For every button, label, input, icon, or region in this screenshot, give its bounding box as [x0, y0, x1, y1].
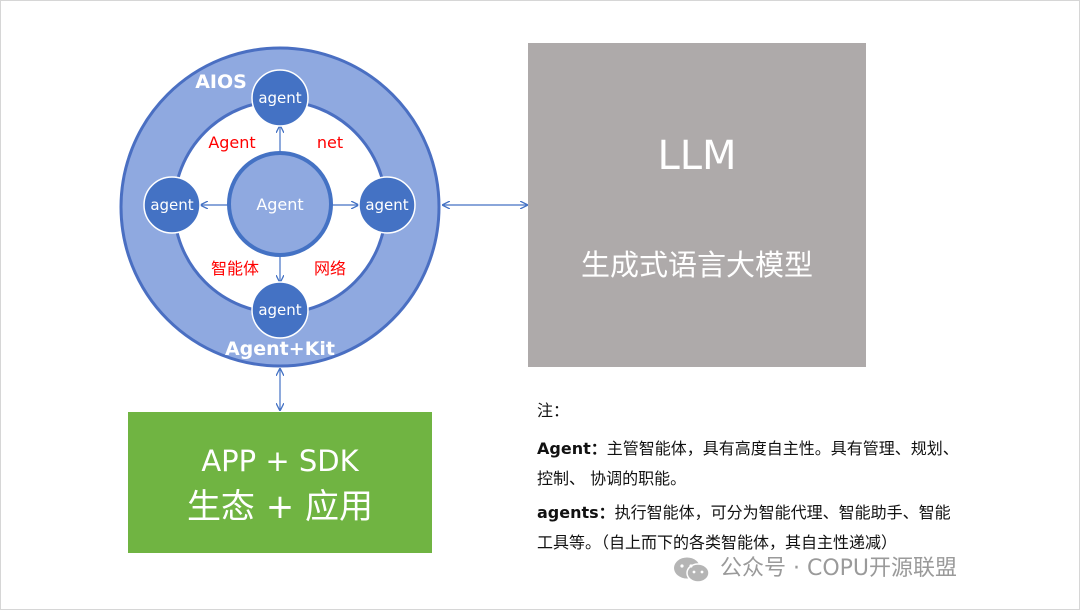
- note-agent: Agent：主管智能体，具有高度自主性。具有管理、规划、: [537, 436, 959, 462]
- watermark-text: 公众号 · COPU开源联盟: [720, 556, 958, 581]
- agent-node-left-label: agent: [150, 196, 193, 214]
- agent-kit-label: Agent+Kit: [225, 338, 335, 360]
- llm-title: LLM: [657, 133, 737, 179]
- agent-node-right: [358, 176, 416, 234]
- note-agent-term: Agent：: [537, 439, 607, 458]
- note-agent-desc: 主管智能体，具有高度自主性。具有管理、规划、: [606, 439, 959, 458]
- net-label-wangluo: 网络: [314, 259, 346, 278]
- center-agent-node: [227, 151, 333, 257]
- agent-node-top-label: agent: [258, 89, 301, 107]
- aios-label: AIOS: [195, 71, 247, 93]
- agent-node-top: [251, 69, 309, 127]
- wechat-icon: [674, 557, 710, 583]
- notes-heading: 注：: [537, 401, 570, 420]
- app-sdk-box: [128, 412, 432, 553]
- note-agent-desc-2: 控制、 协调的职能。: [537, 469, 687, 488]
- llm-box: [528, 43, 866, 367]
- net-label-agent: Agent: [208, 133, 255, 152]
- llm-subtitle: 生成式语言大模型: [580, 248, 813, 282]
- agent-node-bottom: [251, 281, 309, 339]
- net-label-zhinengti: 智能体: [211, 259, 259, 278]
- app-sdk-label: APP + SDK: [201, 444, 359, 478]
- note-agents-term: agents：: [537, 503, 615, 522]
- net-label-net: net: [317, 133, 343, 152]
- agent-node-right-label: agent: [365, 196, 408, 214]
- ecosystem-app-label: 生态 + 应用: [186, 487, 374, 527]
- center-agent-label: Agent: [256, 195, 303, 214]
- watermark: 公众号 · COPU开源联盟: [672, 551, 1052, 587]
- note-agents-desc: 执行智能体，可分为智能代理、智能助手、智能: [614, 503, 951, 522]
- note-agents-desc-2: 工具等。（自上而下的各类智能体，其自主性递减）: [537, 533, 898, 552]
- agent-node-left: [143, 176, 201, 234]
- note-agents: agents：执行智能体，可分为智能代理、智能助手、智能: [537, 500, 951, 526]
- agent-node-bottom-label: agent: [258, 301, 301, 319]
